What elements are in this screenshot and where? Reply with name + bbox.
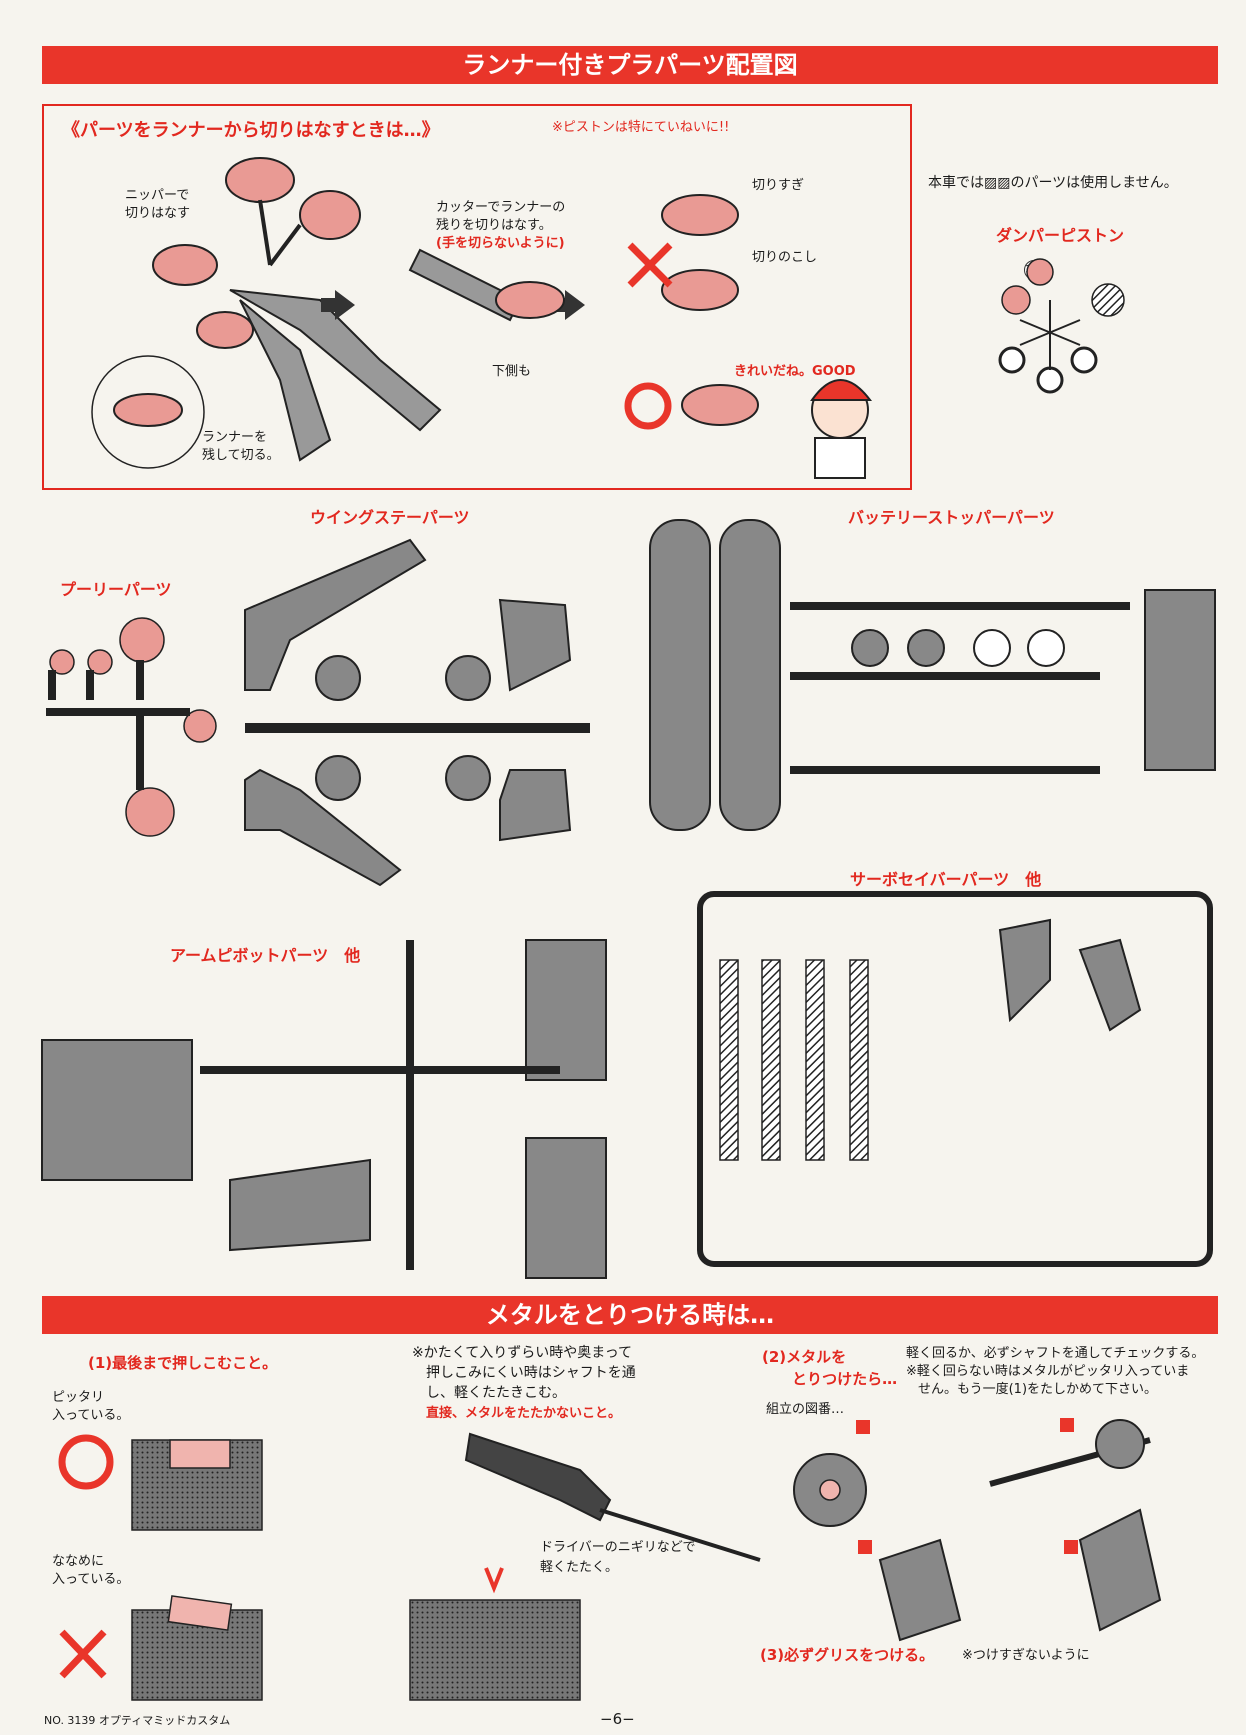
left-over-text: 切りのこし: [752, 250, 818, 265]
step1-label: (1)最後まで押しこむこと。: [88, 1354, 278, 1372]
damper-piston-title: ダンパーピストン: [996, 226, 1125, 245]
cutter-text-1: カッターでランナーの: [436, 200, 566, 215]
check-text-2: ※軽く回らない時はメタルがピッタリ入っていま: [906, 1364, 1190, 1379]
nipper-text-2: 切りはなす: [125, 206, 191, 221]
hard-text-3: し、軽くたたきこむ。: [426, 1385, 566, 1401]
grease-note: ※つけすぎないように: [962, 1648, 1090, 1663]
leave-runner-2: 残して切る。: [202, 448, 280, 463]
too-much-text: 切りすぎ: [752, 178, 805, 193]
fit-text-2: 入っている。: [52, 1408, 130, 1423]
hard-text-1: ※かたくて入りずらい時や奥まって: [412, 1345, 633, 1361]
nipper-text-1: ニッパーで: [125, 188, 190, 203]
footer-model: NO. 3139 オプティマミッドカスタム: [44, 1714, 231, 1727]
driver-text-2: 軽くたたく。: [540, 1560, 619, 1575]
cutter-icon: [408, 248, 565, 322]
check-text-1: 軽く回るか、必ずシャフトを通してチェックする。: [906, 1346, 1205, 1361]
page-title: ランナー付きプラパーツ配置図: [42, 46, 1218, 84]
screwdriver-icon: [464, 1432, 761, 1562]
slant-text-1: ななめに: [52, 1554, 105, 1569]
metal-section-title: メタルをとりつける時は…: [42, 1296, 1218, 1334]
step2-label-2: とりつけたら…: [792, 1370, 898, 1388]
hard-text-2: 押しこみにくい時はシャフトを通: [426, 1365, 636, 1381]
slant-text-2: 入っている。: [52, 1572, 130, 1587]
unused-parts-note: 本車では▨▨のパーツは使用しません。: [928, 175, 1178, 191]
no-hit-text: 直接、メタルをたたかないこと。: [426, 1406, 622, 1421]
cutting-heading: 《パーツをランナーから切りはなすときは…》: [62, 120, 440, 141]
battery-stopper-label: バッテリーストッパーパーツ: [848, 508, 1055, 527]
order-text: 組立の図番…: [766, 1402, 845, 1417]
step2-label-1: (2)メタルを: [762, 1348, 847, 1366]
pulley-label: プーリーパーツ: [60, 580, 172, 599]
good-text: きれいだね。GOOD: [734, 364, 856, 379]
arm-pivot-label: アームピボットパーツ 他: [170, 946, 361, 965]
piston-parts-icon: [152, 157, 361, 349]
driver-text-1: ドライバーのニギリなどで: [540, 1540, 696, 1555]
wing-stay-label: ウイングステーパーツ: [310, 508, 470, 527]
leave-runner-1: ランナーを: [202, 430, 268, 445]
careful-text: (手を切らないように): [436, 236, 565, 251]
servo-saver-label: サーボセイバーパーツ 他: [850, 870, 1042, 889]
cutting-instruction-box: [42, 104, 912, 490]
cutter-text-2: 残りを切りはなす。: [436, 218, 552, 233]
check-text-3: せん。もう一度(1)をたしかめて下さい。: [918, 1382, 1158, 1397]
fit-text-1: ピッタリ: [52, 1390, 105, 1405]
bottom-text: 下側も: [492, 364, 532, 379]
footer-page: −6−: [600, 1710, 635, 1728]
mascot-icon: [810, 379, 873, 479]
gear-icon: [793, 1453, 867, 1527]
cutting-note: ※ピストンは特にていねいに!!: [552, 120, 730, 135]
step3-label: (3)必ずグリスをつける。: [760, 1646, 935, 1664]
